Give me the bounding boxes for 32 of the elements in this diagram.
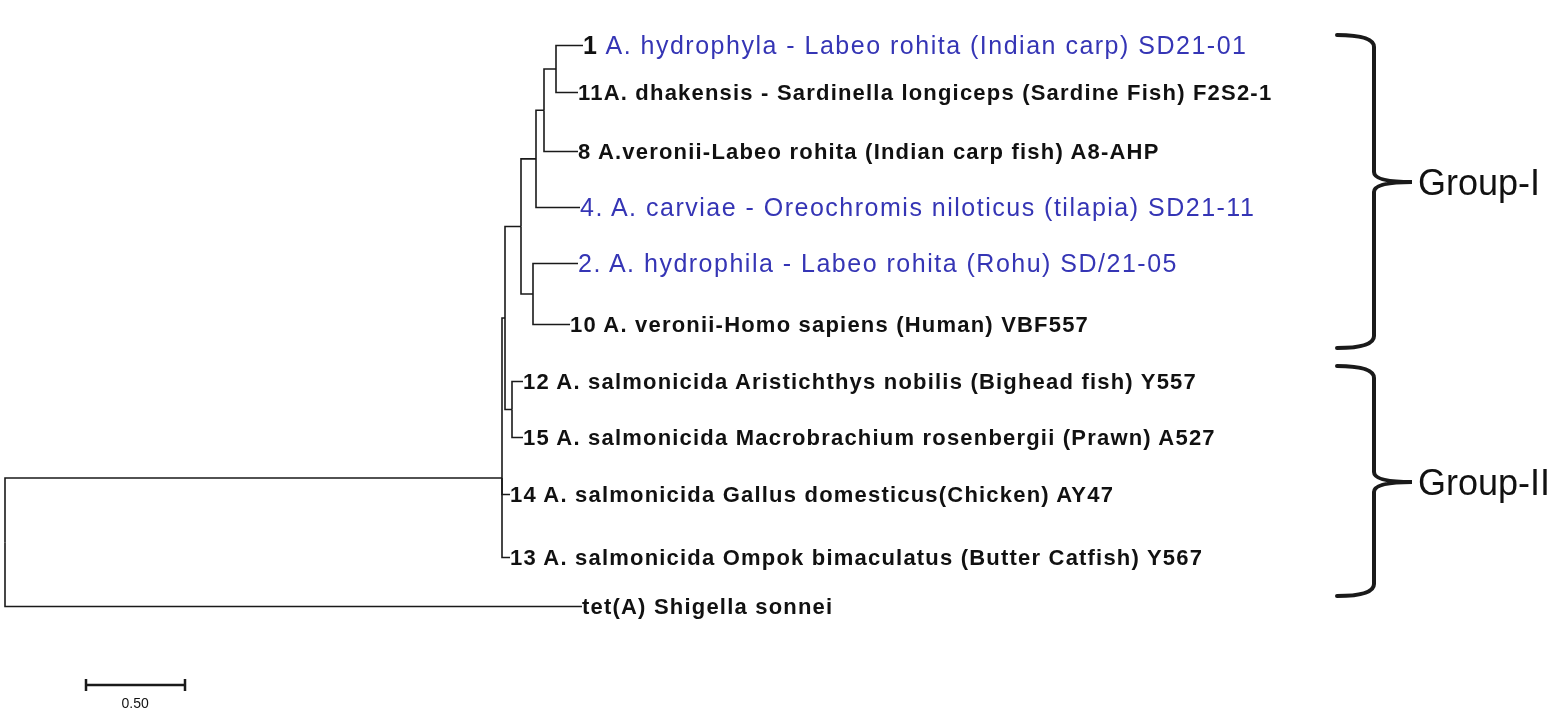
tree-branch <box>501 317 506 479</box>
taxon-label: 13 A. salmonicida Ompok bimaculatus (Butter Catfish) Y567 <box>510 544 1204 570</box>
tree-branch <box>543 68 557 112</box>
taxon-label: 11A. dhakensis - Sardinella longiceps (Sardine Fish) F2S2-1 <box>578 79 1273 105</box>
tree-branch <box>511 380 524 411</box>
taxon-label: 1 A. hydrophyla - Labeo rohita (Indian carp) SD21-01 <box>583 30 1248 60</box>
tree-branch <box>4 541 583 608</box>
taxon-label: 15 A. salmonicida Macrobrachium rosenbergii (Prawn) A527 <box>523 424 1216 450</box>
tree-branch <box>555 44 584 70</box>
tree-branch <box>535 109 545 160</box>
taxon-label: 4. A. carviae - Oreochromis niloticus (tilapia) SD21-11 <box>580 192 1256 222</box>
tree-branch <box>511 408 524 439</box>
taxon-label: 10 A. veronii-Homo sapiens (Human) VBF557 <box>570 311 1090 337</box>
tree-branch <box>532 293 571 326</box>
tree-branch <box>504 225 522 319</box>
taxon-label: tet(A) Shigella sonnei <box>582 593 834 619</box>
tree-branch <box>520 158 537 228</box>
group-label: Group-II <box>1418 461 1551 503</box>
tree-branch <box>501 477 511 559</box>
tree-branch <box>543 109 579 153</box>
tree-branch <box>4 477 503 544</box>
taxon-label: 2. A. hydrophila - Labeo rohita (Rohu) SD/21-05 <box>578 248 1178 278</box>
taxon-label: 8 A.veronii-Labeo rohita (Indian carp fish) A8-AHP <box>578 138 1160 164</box>
taxon-label: 14 A. salmonicida Gallus domesticus(Chicken) AY47 <box>510 481 1115 507</box>
tree-branch <box>520 225 534 295</box>
taxon-label: 12 A. salmonicida Aristichthys nobilis (Bighead fish) Y557 <box>523 368 1197 394</box>
tree-branch <box>532 262 579 295</box>
tree-branch <box>535 158 581 209</box>
tree-branch <box>555 68 579 94</box>
scale-value: 0.50 <box>121 695 149 712</box>
tree-branch <box>504 317 513 411</box>
group-label: Group-I <box>1418 161 1541 203</box>
